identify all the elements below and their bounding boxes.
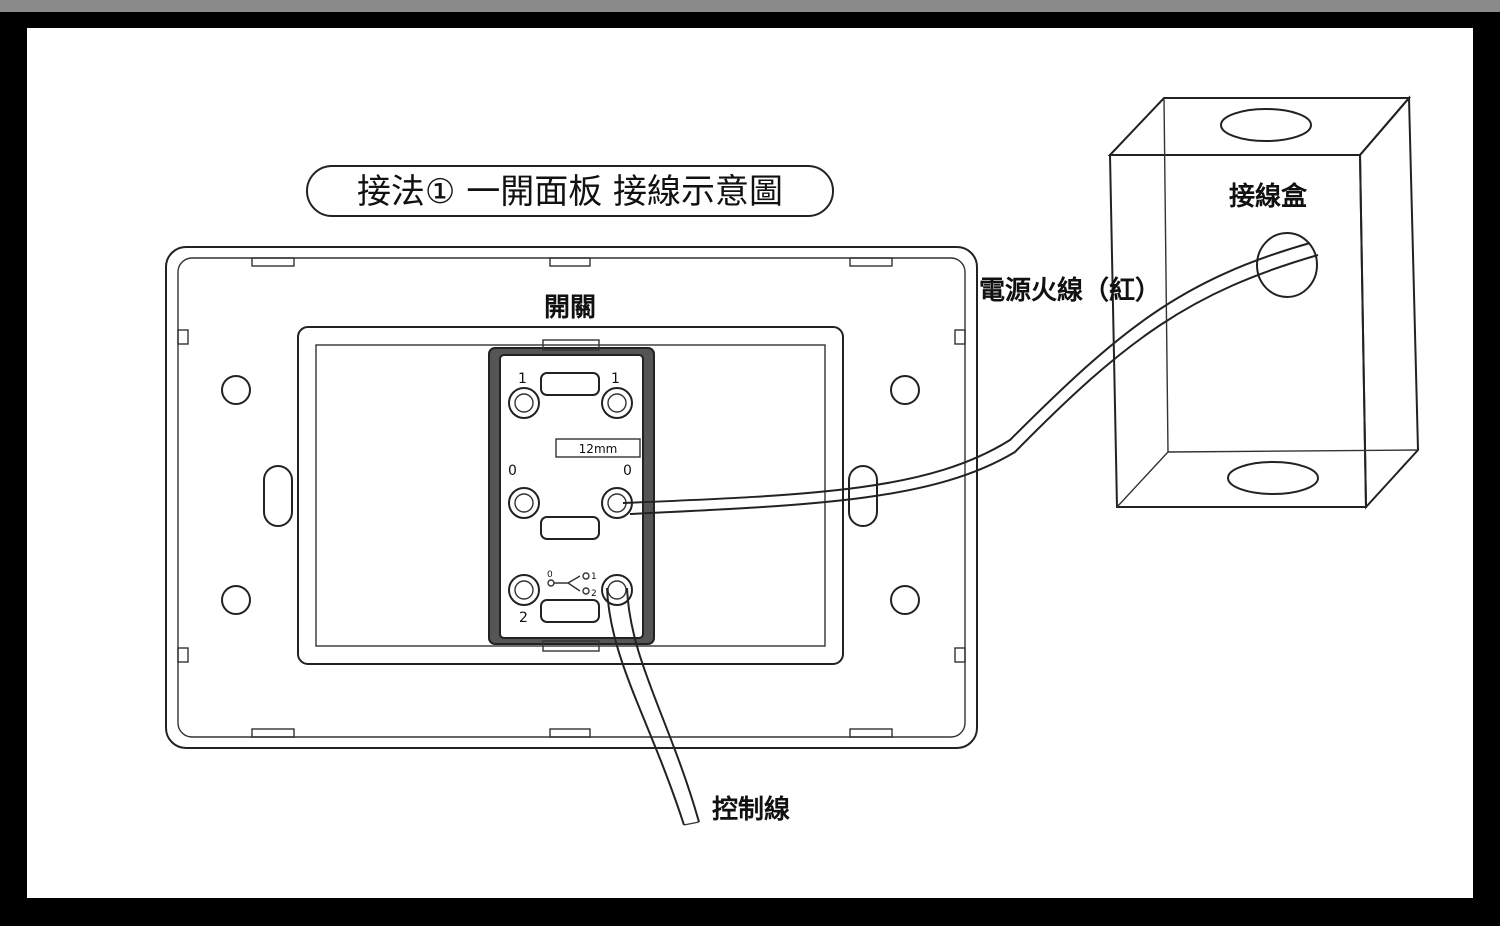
terminal-label-0-left: 0 (508, 463, 517, 479)
wiring-diagram: .st { fill: none; stroke: #222; stroke-w… (165, 95, 1420, 826)
control-wire-label: 控制線 (712, 794, 790, 825)
switch-label: 開關 (544, 293, 596, 323)
terminal-label-2: 2 (519, 610, 528, 626)
live-wire (622, 242, 1319, 515)
schematic-label-0: 0 (547, 570, 553, 580)
title-badge: 接法① 一開面板 接線示意圖 (306, 165, 834, 217)
diagram-title: 接法① 一開面板 接線示意圖 (357, 172, 783, 212)
junction-box-label: 接線盒 (1229, 181, 1308, 212)
switch-schematic-icon: 0 1 2 (547, 570, 597, 599)
diagram-canvas: .st { fill: none; stroke: #222; stroke-w… (27, 28, 1473, 898)
control-wire (606, 587, 700, 826)
schematic-label-1: 1 (591, 572, 597, 582)
terminal-label-0-right: 0 (623, 463, 632, 479)
schematic-label-2: 2 (591, 589, 597, 599)
strip-length-label: 12mm (579, 442, 618, 456)
terminal-label-1-right: 1 (611, 371, 620, 387)
junction-box: 接線盒 (1107, 95, 1420, 510)
switch-module: 1 1 0 0 2 12mm 0 1 2 (488, 339, 655, 652)
terminal-label-1-left: 1 (518, 371, 527, 387)
live-wire-label: 電源火線（紅） (979, 275, 1161, 306)
